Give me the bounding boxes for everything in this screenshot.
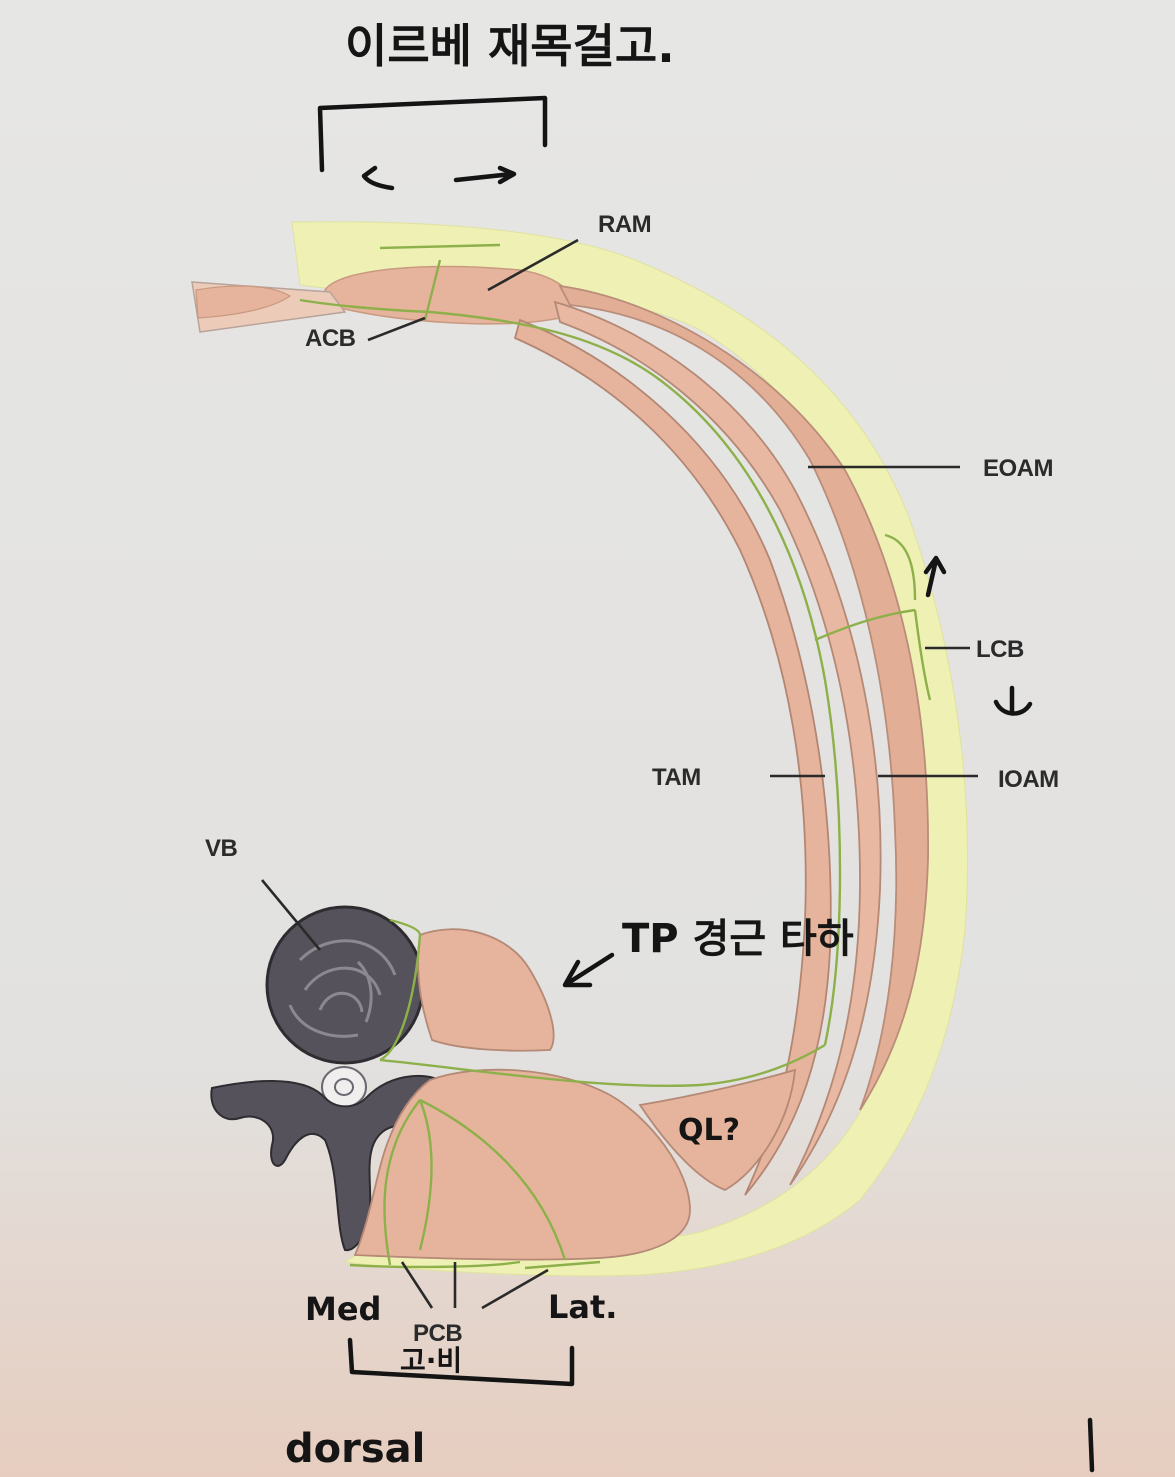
- external-oblique-muscle: [558, 284, 930, 1111]
- label-eoam: EOAM: [983, 455, 1053, 482]
- label-acb: ACB: [305, 325, 356, 352]
- vertebral-body: [265, 905, 425, 1065]
- label-tam: TAM: [652, 764, 701, 791]
- handwritten-bracket-bottom: [347, 1337, 575, 1387]
- label-lcb: LCB: [976, 636, 1024, 663]
- label-pcb: PCB: [413, 1320, 462, 1347]
- psoas-muscle: [417, 928, 555, 1052]
- svg-text:TP 경근 타하: TP 경근 타하: [622, 916, 854, 962]
- label-ioam: IOAM: [998, 766, 1059, 793]
- handwritten-title: 이르베 재목걸고.: [345, 19, 675, 73]
- handwritten-med: Med: [305, 1290, 381, 1328]
- left-rectus-muscle: [195, 285, 292, 319]
- handwritten-edge-mark: [1087, 1417, 1095, 1473]
- handwritten-lat: Lat.: [548, 1288, 617, 1326]
- transversus-abdominis-muscle: [513, 318, 832, 1196]
- nerve-lines: [299, 243, 932, 1270]
- handwritten-arrows-lateral: [923, 555, 1033, 716]
- label-ram: RAM: [598, 211, 651, 238]
- leader-lines: [260, 238, 978, 1310]
- quadratus-lumborum-muscle: [638, 1068, 797, 1191]
- handwritten-bracket-note: 고·비: [400, 1344, 462, 1377]
- handwritten-tp-note: TP 경근 타하: [562, 916, 854, 988]
- internal-oblique-muscle: [553, 300, 882, 1186]
- handwritten-ql-note: QL?: [678, 1113, 740, 1148]
- handwritten-bracket-top: [317, 95, 548, 191]
- label-vb: VB: [205, 835, 238, 862]
- handwritten-dorsal: dorsal: [285, 1426, 425, 1472]
- erector-spinae-muscle: [353, 1068, 691, 1261]
